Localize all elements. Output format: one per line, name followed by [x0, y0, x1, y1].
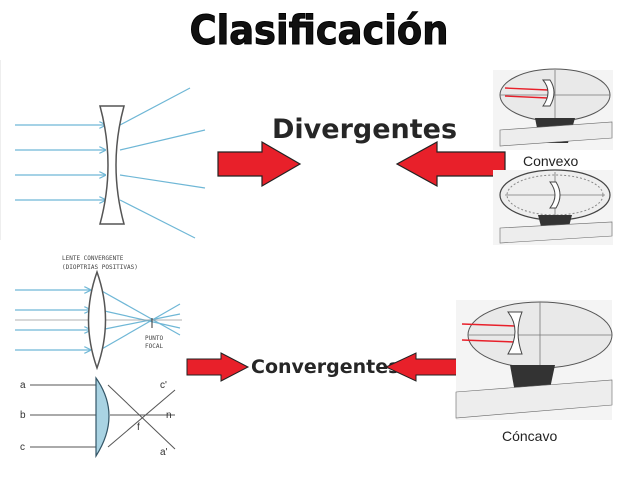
convergentes-label: Convergentes: [251, 356, 400, 378]
letter-b: b: [20, 410, 26, 421]
converging-lens-caption-line2: (DIOPTRIAS POSITIVAS): [62, 264, 138, 271]
arrow-right-top: [217, 140, 302, 188]
diverging-lens-diagram: [0, 60, 206, 240]
concave-lens-shape: [99, 105, 125, 225]
arrow-left-bottom: [384, 352, 458, 382]
letter-a-prime: a': [160, 447, 168, 458]
letter-c: c: [20, 442, 25, 453]
page-title: Clasificación: [189, 8, 449, 55]
convexo-caption: Convexo: [523, 153, 579, 169]
arrow-left-top: [395, 140, 506, 188]
letter-f: f: [137, 422, 140, 433]
concavo-caption: Cóncavo: [502, 428, 558, 444]
letter-n: n: [166, 410, 172, 421]
arrow-right-bottom: [186, 352, 250, 382]
divergentes-label: Divergentes: [272, 114, 458, 145]
letter-c-prime: c': [160, 380, 167, 391]
letter-a: a: [20, 380, 26, 391]
converging-lens-caption-line1: LENTE CONVERGENTE: [62, 255, 124, 262]
concavo-photo: [455, 300, 613, 420]
plano-convex-diagram: a b c c' n f a': [20, 376, 176, 459]
convexo-photo-bottom: [493, 169, 613, 245]
converging-lens-diagram: LENTE CONVERGENTE (DIOPTRIAS POSITIVAS) …: [15, 255, 182, 371]
focal-point-line2: FOCAL: [145, 343, 163, 350]
convexo-photo-top: [493, 68, 613, 150]
focal-point-line1: PUNTO: [145, 335, 163, 342]
convex-lens-shape: [87, 269, 107, 371]
plano-convex-lens-shape: [95, 376, 110, 459]
